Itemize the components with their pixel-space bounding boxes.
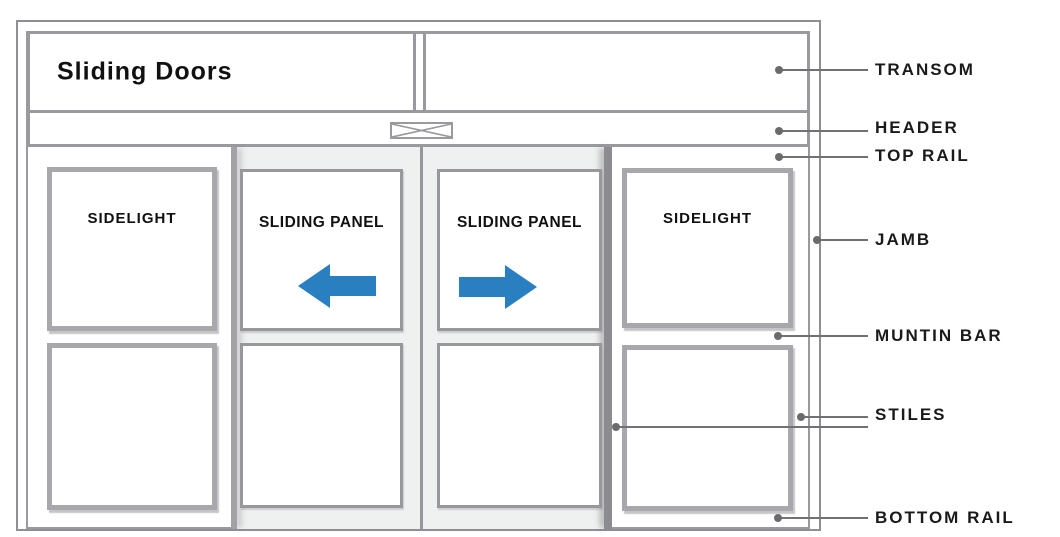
- stiles-leader-line-upper: [797, 413, 868, 421]
- right-sliding-panel-lower-glass: [437, 343, 602, 508]
- crossed-box-icon: [390, 122, 453, 139]
- bottom-rail-leader-line: [774, 514, 868, 522]
- page-title: Sliding Doors: [57, 57, 233, 86]
- arrow-right-icon: [459, 265, 537, 309]
- right-sidelight-label: SIDELIGHT: [662, 210, 752, 227]
- stiles-anchor-dot-left: [612, 423, 620, 431]
- track-left-stile: [231, 147, 237, 529]
- jamb-callout-label: JAMB: [875, 230, 932, 249]
- header-callout-label: HEADER: [875, 118, 959, 137]
- jamb-leader-line: [813, 236, 868, 244]
- muntin-bar-callout-label: MUNTIN BAR: [875, 326, 1003, 345]
- right-sliding-panel-label: SLIDING PANEL: [456, 214, 583, 231]
- transom-anchor-dot: [775, 66, 783, 74]
- transom-divider: [413, 34, 426, 110]
- track-right-stile: [604, 147, 612, 529]
- header-anchor-dot: [775, 127, 783, 135]
- stiles-anchor-dot-right: [797, 413, 805, 421]
- jamb-anchor-dot: [813, 236, 821, 244]
- meeting-stile: [420, 147, 423, 529]
- arrow-left-icon: [298, 264, 376, 308]
- stiles-leader-line-lower: [612, 423, 868, 431]
- left-sliding-panel-label: SLIDING PANEL: [258, 214, 385, 231]
- right-sliding-panel-upper-glass: [437, 169, 602, 331]
- transom-leader-line: [775, 66, 868, 74]
- right-sidelight-upper-glass: [622, 168, 793, 328]
- muntin-bar-leader-line: [774, 332, 868, 340]
- right-sidelight-lower-glass: [622, 345, 793, 511]
- left-sidelight-label: SIDELIGHT: [87, 210, 177, 227]
- top-rail-anchor-dot: [775, 153, 783, 161]
- left-sliding-panel-upper-glass: [240, 169, 403, 331]
- bottom-rail-anchor-dot: [774, 514, 782, 522]
- left-sliding-panel-lower-glass: [240, 343, 403, 508]
- stiles-callout-label: STILES: [875, 405, 947, 424]
- top-rail-leader-line: [775, 153, 868, 161]
- top-rail-callout-label: TOP RAIL: [875, 146, 970, 165]
- left-sidelight-lower-glass: [47, 343, 217, 510]
- transom-callout-label: TRANSOM: [875, 60, 975, 79]
- left-sidelight-upper-glass: [47, 167, 217, 331]
- bottom-rail-callout-label: BOTTOM RAIL: [875, 508, 1015, 527]
- outer-frame: [16, 20, 821, 531]
- muntin-bar-anchor-dot: [774, 332, 782, 340]
- header-leader-line: [775, 127, 868, 135]
